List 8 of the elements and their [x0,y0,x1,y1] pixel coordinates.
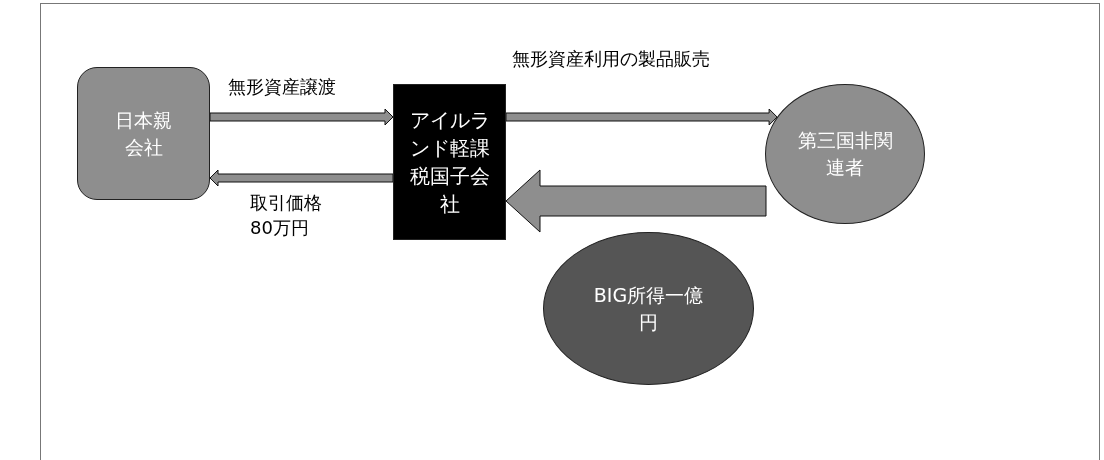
rounded-box [77,67,210,200]
edge-label: 無形資産利用の製品販売 [512,46,710,72]
process-box [393,84,506,240]
node-text: BIG所得一億円 [592,282,705,335]
node-text: 日本親会社 [114,107,173,160]
node-text: アイルランド軽課税国子会社 [408,107,491,218]
edge-label: 無形資産譲渡 [228,74,336,100]
node-text: 第三国非関連者 [796,128,894,180]
